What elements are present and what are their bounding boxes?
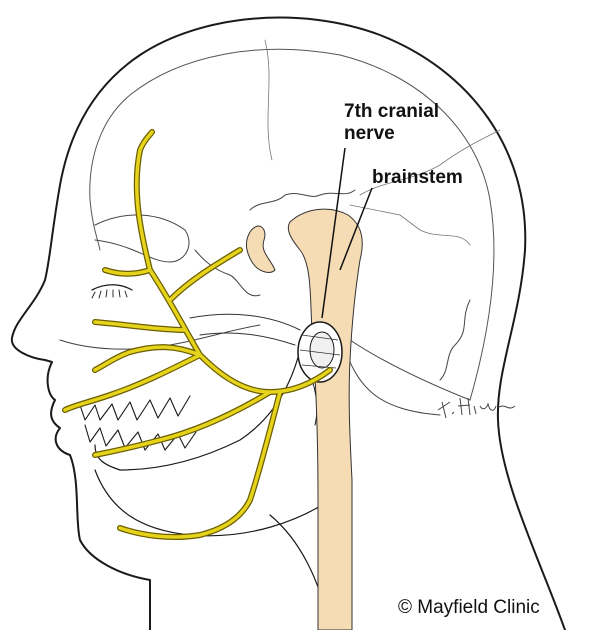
- copyright-text: © Mayfield Clinic: [398, 597, 540, 619]
- zygomatic-arch: [190, 314, 300, 345]
- brainstem-label: brainstem: [372, 168, 463, 188]
- nerve-mandibular-branch: [95, 392, 270, 455]
- artist-signature: [438, 398, 515, 418]
- nerve-label-line1: 7th cranial: [344, 102, 439, 122]
- jawline: [95, 470, 330, 536]
- brainstem-shape: [288, 209, 362, 630]
- eyelid: [92, 285, 132, 290]
- eyelashes: [92, 290, 127, 298]
- mandible: [95, 350, 300, 470]
- fossa-edge: [440, 300, 470, 380]
- suture-line: [350, 205, 470, 245]
- ear-structure-inner: [310, 332, 334, 368]
- nerve-cervical-branch: [120, 392, 280, 537]
- sella-shape: [246, 226, 275, 272]
- nerve-label-line2: nerve: [344, 124, 395, 144]
- nerve-temporal-branch: [137, 132, 200, 355]
